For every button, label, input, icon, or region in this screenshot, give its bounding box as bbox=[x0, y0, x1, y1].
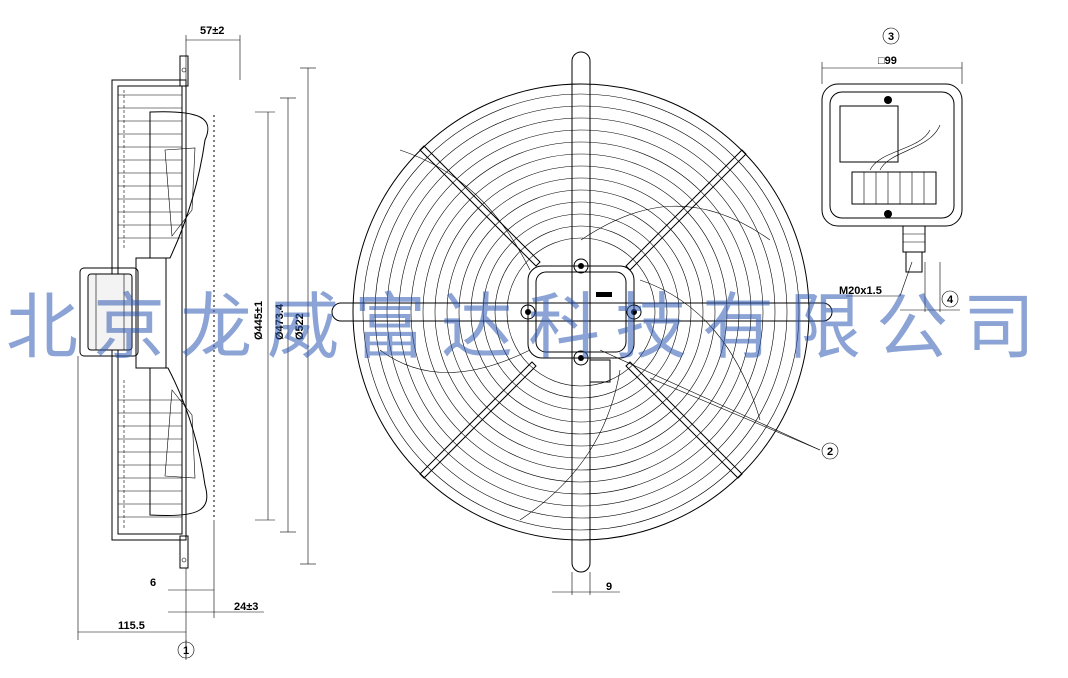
dim-inner-diameter: Ø445±1 bbox=[253, 301, 265, 340]
callout-1: 1 bbox=[177, 640, 195, 659]
dim-thickness: 6 bbox=[150, 577, 156, 589]
callout-3: 3 bbox=[882, 27, 900, 45]
front-view bbox=[331, 51, 833, 595]
callout-4: 4 bbox=[941, 290, 959, 308]
dim-mid-diameter: Ø473.4 bbox=[274, 303, 286, 340]
dim-outer-diameter: Ø522 bbox=[294, 313, 306, 340]
dim-top-width: 57±2 bbox=[200, 25, 224, 37]
dim-depth-24: 24±3 bbox=[234, 601, 258, 613]
side-view bbox=[77, 35, 316, 660]
svg-text:4: 4 bbox=[947, 294, 954, 306]
svg-text:2: 2 bbox=[827, 446, 833, 458]
dim-box-99: □99 bbox=[878, 55, 897, 67]
callout-2: 2 bbox=[599, 349, 839, 460]
terminal-box-view bbox=[821, 62, 963, 312]
dim-depth-115: 115.5 bbox=[118, 620, 145, 632]
svg-text:1: 1 bbox=[183, 645, 189, 657]
dim-guard-9: 9 bbox=[606, 581, 612, 593]
svg-text:3: 3 bbox=[888, 31, 894, 43]
label-cable-gland: M20x1.5 bbox=[839, 285, 882, 297]
